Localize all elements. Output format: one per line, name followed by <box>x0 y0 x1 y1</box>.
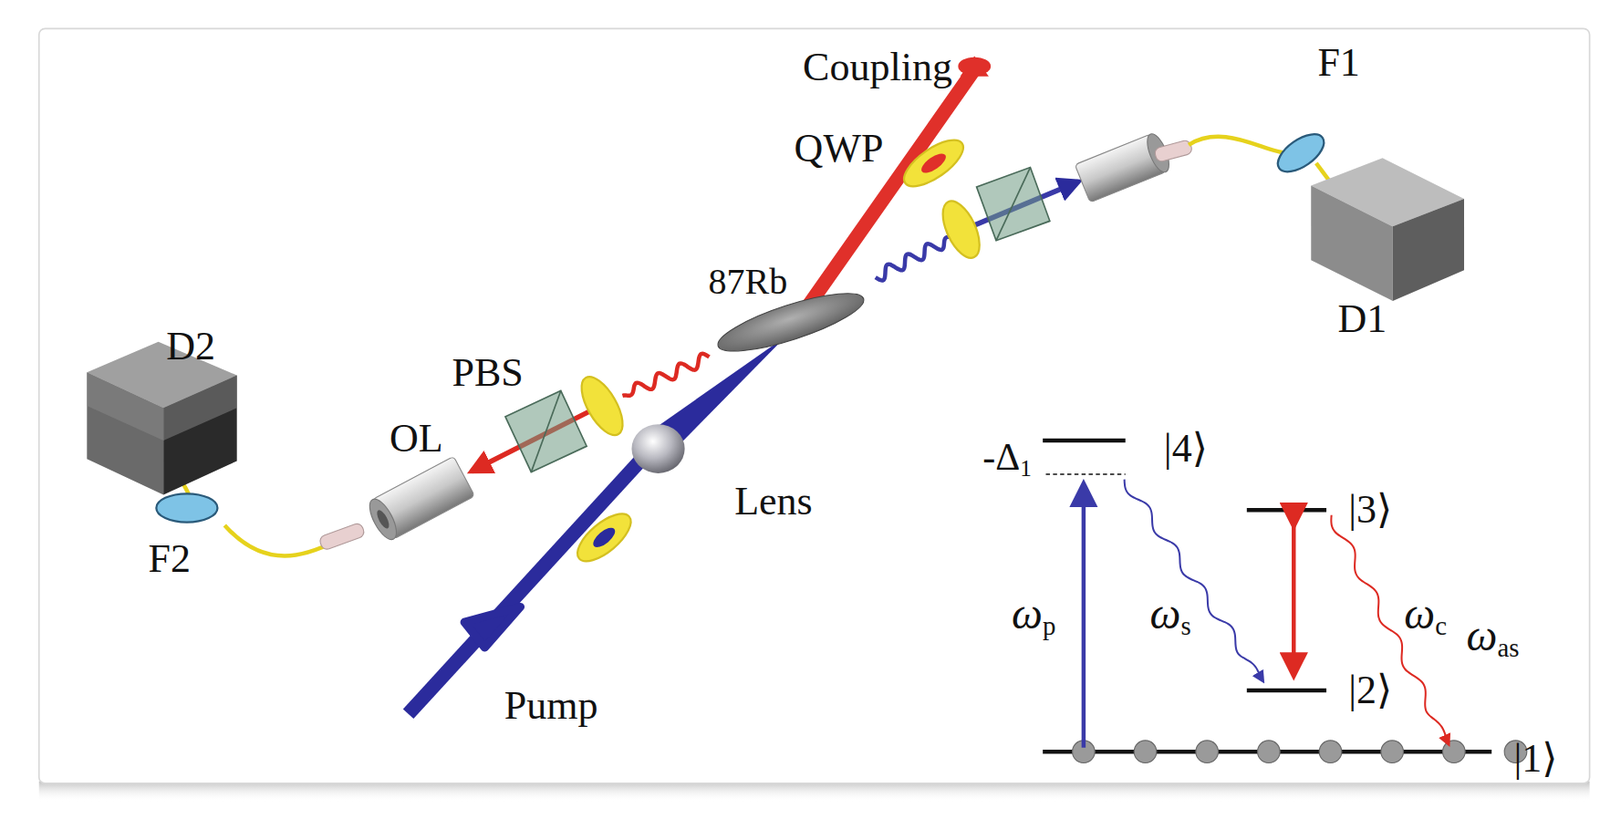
atom-ball <box>1133 740 1157 764</box>
part-label: |3⟩ <box>1348 489 1393 530</box>
atom-ball <box>1443 740 1466 764</box>
part-label: Coupling <box>802 47 953 88</box>
part-label: Lens <box>734 481 813 522</box>
part-label: D2 <box>166 326 216 367</box>
part-label: OL <box>389 418 444 459</box>
atom-ball <box>1319 740 1342 764</box>
transition-label: ωas <box>1466 613 1520 662</box>
transition-label: ωs <box>1149 592 1191 640</box>
part-label: QWP <box>794 128 884 169</box>
transition-label: -Δ1 <box>982 438 1032 481</box>
part-label: F1 <box>1317 42 1360 84</box>
part-label: PBS <box>452 353 524 394</box>
part-label: |4⟩ <box>1163 428 1208 469</box>
part-label: |1⟩ <box>1514 738 1559 780</box>
part-label: F2 <box>147 539 190 580</box>
part-label: Pump <box>504 685 599 727</box>
part-label: |2⟩ <box>1348 670 1393 711</box>
transition-label: ωp <box>1011 592 1056 640</box>
part-label: 87Rb <box>708 263 789 301</box>
atom-ball <box>1195 740 1219 764</box>
atom-ball <box>1381 740 1404 764</box>
part-label: D1 <box>1337 299 1387 340</box>
atom-ball <box>1257 740 1281 764</box>
transition-label: ωc <box>1403 592 1447 640</box>
